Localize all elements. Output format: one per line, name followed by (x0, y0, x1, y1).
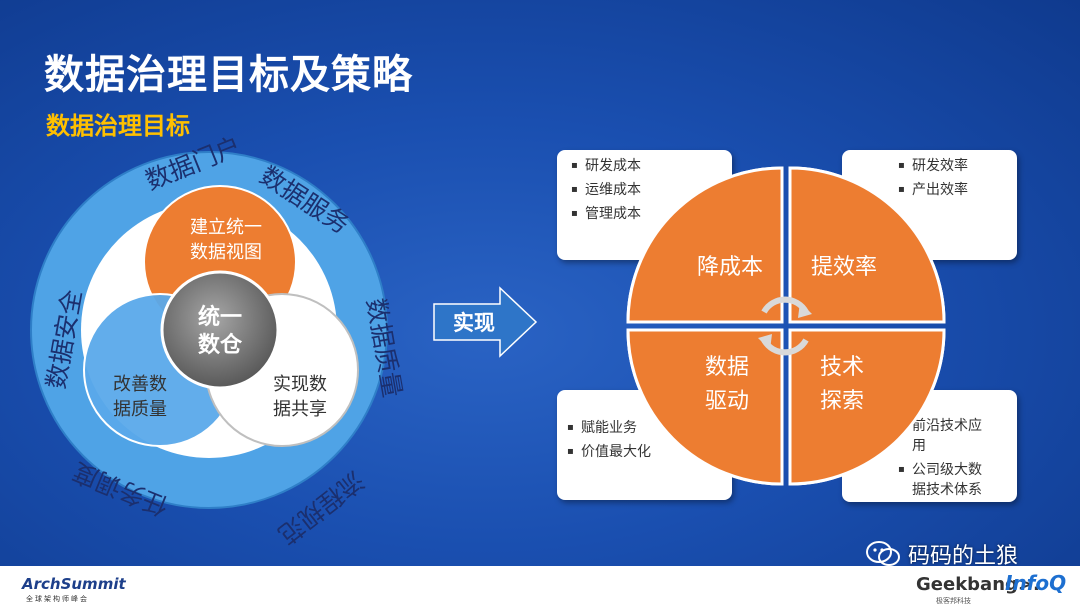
list-item: 产出效率 (898, 178, 1017, 202)
list-item: 赋能业务 (567, 416, 732, 440)
venn-top-label-2: 数据视图 (190, 242, 262, 263)
geekbang-logo: Geekbang>. (916, 574, 1040, 595)
box-efficiency-items: 研发效率 产出效率 (842, 150, 1017, 260)
box-tech-explore-items: 前沿技术应 用 公司级大数 据技术体系 (842, 390, 1017, 502)
arrow-realize: 实现 (433, 286, 538, 358)
venn-right-label-2: 据共享 (273, 399, 327, 420)
list-item: 运维成本 (571, 178, 732, 202)
venn-center-label-2: 数仓 (198, 332, 243, 358)
infoq-logo: InfoQ (1005, 571, 1067, 595)
venn-center-label-1: 统一 (198, 304, 242, 330)
list-item: 研发效率 (898, 154, 1017, 178)
venn-top-label-1: 建立统一 (190, 217, 262, 238)
venn-center-circle (160, 270, 280, 390)
footer-bar (0, 566, 1080, 608)
list-item: 公司级大数 据技术体系 (898, 460, 1013, 500)
arrow-label: 实现 (453, 311, 495, 335)
archsummit-logo: ArchSummit (22, 575, 126, 593)
list-item-line: 公司级大数 (912, 462, 982, 478)
archsummit-subtitle: 全球架构师峰会 (26, 595, 89, 603)
list-item: 价值最大化 (567, 440, 732, 464)
list-item: 研发成本 (571, 154, 732, 178)
list-item: 管理成本 (571, 202, 732, 226)
venn-left-label-1: 改善数 (113, 374, 167, 395)
list-item-line: 据技术体系 (912, 482, 982, 498)
venn-right-label-1: 实现数 (273, 374, 327, 395)
slide-subtitle: 数据治理目标 (46, 112, 190, 140)
watermark: 码码的土狼 (866, 538, 1018, 570)
box-data-driven-items: 赋能业务 价值最大化 (557, 390, 732, 500)
geekbang-subtitle: 极客邦科技 (936, 597, 971, 605)
venn-left-label-2: 据质量 (113, 399, 167, 420)
list-item-line: 前沿技术应 (912, 418, 982, 434)
watermark-text: 码码的土狼 (908, 544, 1019, 569)
box-cost-items: 研发成本 运维成本 管理成本 (557, 150, 732, 260)
list-item: 前沿技术应 用 (898, 416, 1013, 456)
slide-title: 数据治理目标及策略 (44, 52, 413, 98)
list-item-line: 用 (912, 438, 926, 454)
wechat-icon (866, 541, 900, 566)
